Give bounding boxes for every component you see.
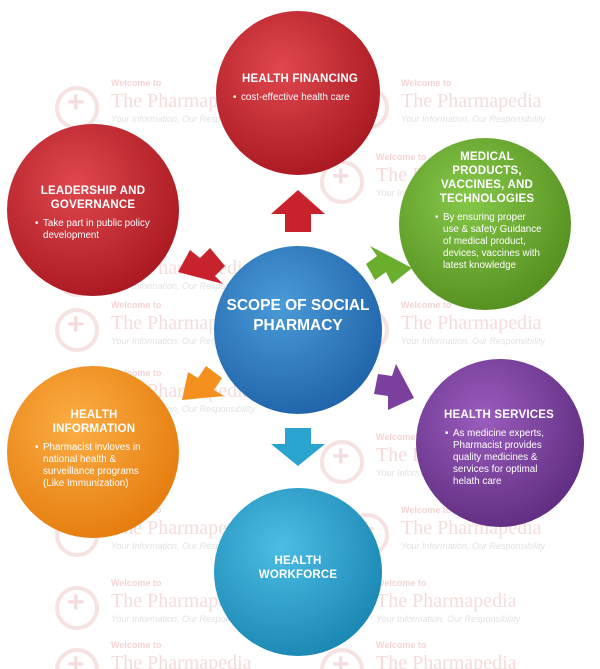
health-workforce-circle [214, 488, 382, 656]
leadership-governance-node: LEADERSHIP AND GOVERNANCE Take part in p… [30, 184, 156, 242]
health-information-node: HEALTH INFORMATION Pharmacist invloves i… [30, 408, 158, 490]
health-information-bullets: Pharmacist invloves in national health &… [30, 442, 158, 490]
leadership-governance-circle [7, 124, 179, 296]
arrow-downright [374, 364, 414, 410]
arrow-upright [366, 246, 412, 284]
health-financing-bullet: cost-effective health care [233, 92, 372, 104]
medical-products-bullet: By ensuring proper use & safety Guidance… [435, 212, 544, 272]
arrow-down [271, 428, 325, 466]
health-services-node: HEALTH SERVICES As medicine experts, Pha… [440, 408, 558, 488]
medical-products-title: MEDICAL PRODUCTS, VACCINES, AND TECHNOLO… [439, 151, 535, 205]
leadership-governance-title: LEADERSHIP AND GOVERNANCE [40, 185, 146, 211]
health-financing-bullets: cost-effective health care [228, 92, 372, 104]
health-financing-node: HEALTH FINANCING cost-effective health c… [228, 72, 372, 104]
medical-products-node: MEDICAL PRODUCTS, VACCINES, AND TECHNOLO… [430, 150, 544, 272]
health-workforce-title: HEALTH WORKFORCE [258, 555, 338, 581]
scope-center-circle [214, 246, 382, 414]
health-services-bullets: As medicine experts, Pharmacist provides… [440, 428, 558, 488]
leadership-governance-bullet: Take part in public policy development [35, 218, 156, 242]
health-information-title: HEALTH INFORMATION [52, 409, 136, 435]
health-services-title: HEALTH SERVICES [444, 409, 554, 421]
health-services-bullet: As medicine experts, Pharmacist provides… [445, 428, 558, 488]
health-financing-title: HEALTH FINANCING [241, 73, 359, 85]
center-title: SCOPE OF SOCIAL PHARMACY [226, 297, 370, 334]
arrow-downleft [182, 366, 224, 400]
arrow-upleft [178, 248, 225, 284]
leadership-governance-bullets: Take part in public policy development [30, 218, 156, 242]
health-information-bullet: Pharmacist invloves in national health &… [35, 442, 158, 490]
health-workforce-node: HEALTH WORKFORCE [246, 554, 350, 582]
arrow-up [271, 190, 325, 232]
medical-products-bullets: By ensuring proper use & safety Guidance… [430, 212, 544, 272]
